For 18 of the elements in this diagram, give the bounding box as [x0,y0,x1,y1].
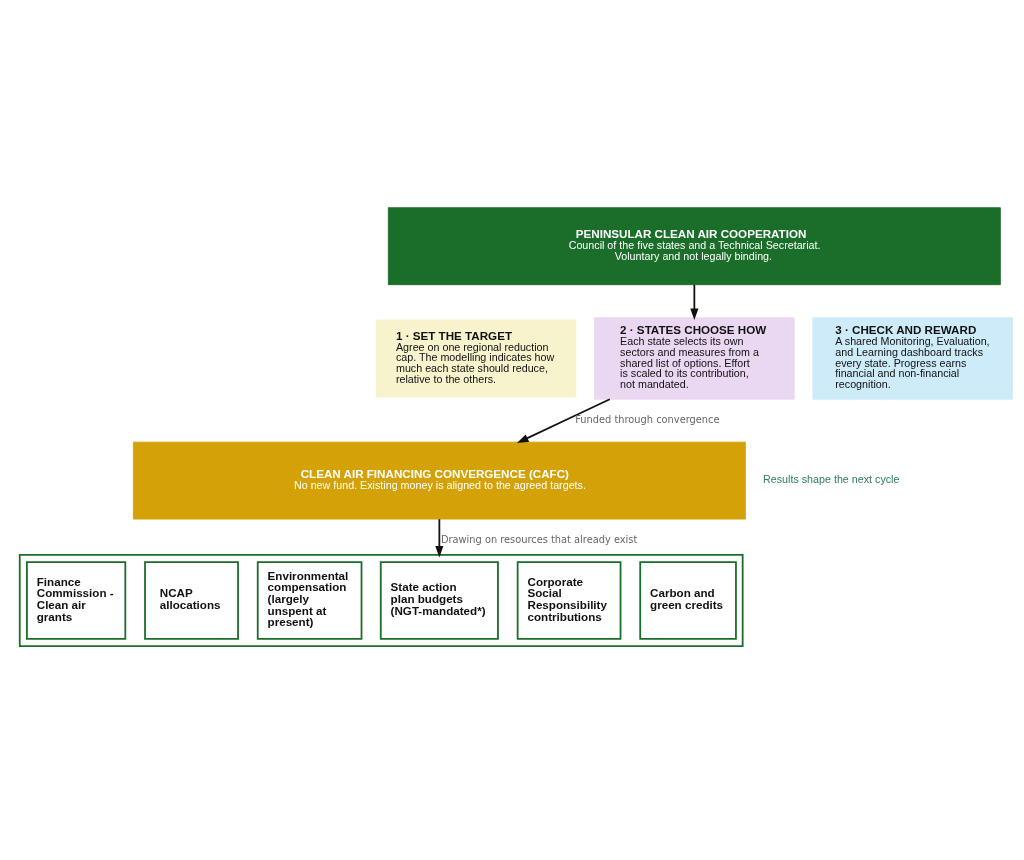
node-box: PENINSULAR CLEAN AIR COOPERATION Council of the five states and a Technical Secretariat. Voluntary and not legally binding. [387,206,1001,285]
node-box: State action plan budgets (NGT-mandated*) [379,560,499,640]
cluster [18,553,744,647]
node-box: 1 · SET THE TARGET Agree on one regional reduction cap. The modelling indicates how much each state should reduce, relative to the others. [375,319,576,397]
node-box: Carbon and green credits [638,560,737,640]
node-box: 3 · CHECK AND REWARD A shared Monitoring, Evaluation, and Learning dashboard tracks every state. Progress earns financial and non-financial recognition. [811,316,1013,400]
edge-label: Drawing on resources that already exist [440,533,637,545]
node-box: NCAP allocations [143,560,239,640]
node-box: Finance Commission - Clean air grants [25,560,126,640]
arrow [516,397,611,443]
node-box: Environmental compensation (largely unspent at present) [256,560,362,640]
label: Results shape the next cycle [762,472,899,485]
edge-label: Funded through convergence [574,413,720,425]
node-box: CLEAN AIR FINANCING CONVERGENCE (CAFC) No new fund. Existing money is aligned to the agreed targets. [132,441,746,520]
arrow [434,517,443,558]
arrow [689,283,698,320]
node-box: 2 · STATES CHOOSE HOW Each state selects its own sectors and measures from a shared list of options. Effort is scaled to its contribution, not mandated. [593,316,795,400]
node-box: Corporate Social Responsibility contributions [516,560,621,640]
